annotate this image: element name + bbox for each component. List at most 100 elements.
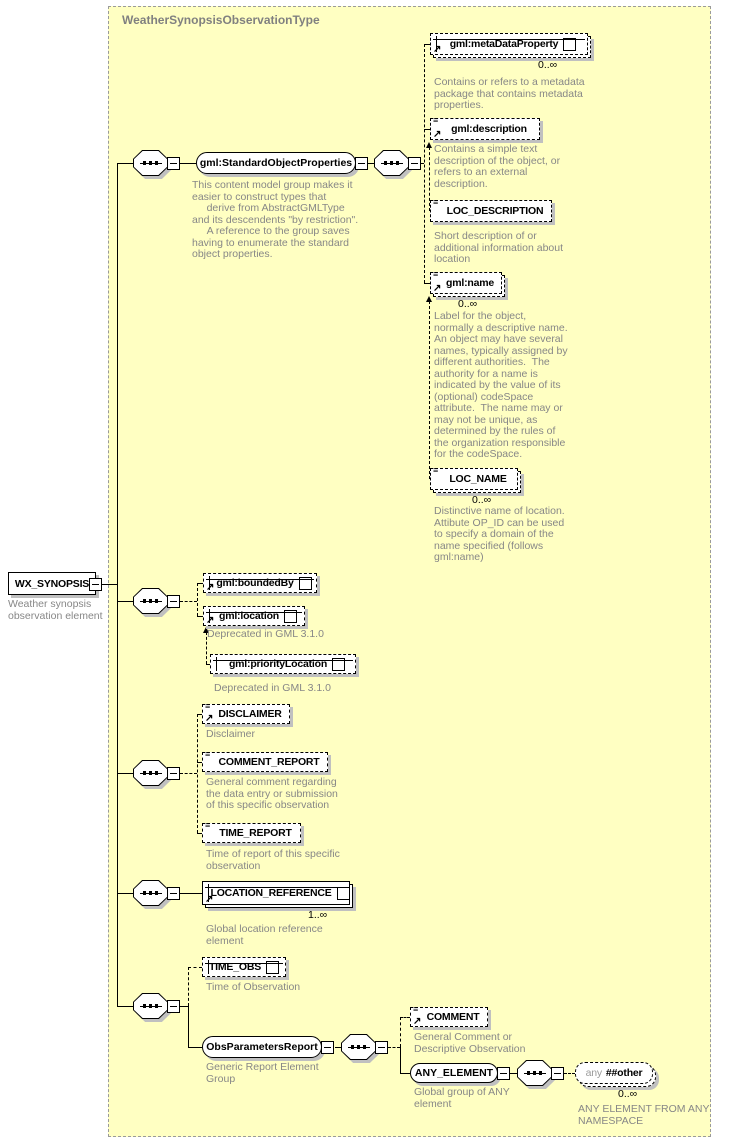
collapse-button[interactable] bbox=[375, 1041, 388, 1054]
collapse-button[interactable] bbox=[167, 595, 180, 608]
sequence-icon bbox=[523, 1070, 546, 1076]
sequence-compositor[interactable] bbox=[133, 588, 171, 617]
connector-line bbox=[400, 1047, 401, 1073]
sequence-compositor[interactable] bbox=[341, 1034, 379, 1063]
collapse-button[interactable] bbox=[551, 1067, 564, 1080]
expand-button[interactable] bbox=[266, 960, 280, 974]
annotation: General Comment or Descriptive Observati… bbox=[414, 1031, 526, 1055]
expand-button[interactable] bbox=[298, 576, 312, 590]
reference-icon: ↗ bbox=[433, 283, 442, 294]
collapse-button[interactable] bbox=[167, 157, 180, 170]
connector-line bbox=[188, 1047, 202, 1048]
collapse-button[interactable] bbox=[321, 1041, 334, 1054]
sequence-compositor[interactable] bbox=[374, 150, 412, 179]
element-disclaimer[interactable]: ≡ ↗ DISCLAIMER bbox=[202, 702, 290, 724]
collapse-button[interactable] bbox=[408, 157, 421, 170]
sequence-icon bbox=[139, 598, 162, 604]
substitution-line bbox=[429, 147, 430, 211]
connector-line bbox=[197, 762, 202, 763]
reference-icon: ↗ bbox=[433, 129, 442, 140]
sequence-compositor[interactable] bbox=[133, 880, 171, 909]
connector-line bbox=[421, 163, 424, 164]
annotation: Generic Report Element Group bbox=[206, 1061, 319, 1085]
connector-line bbox=[188, 967, 189, 1006]
collapse-button[interactable] bbox=[497, 1067, 510, 1080]
sequence-compositor[interactable] bbox=[133, 993, 171, 1022]
connector-line bbox=[206, 664, 210, 665]
reference-icon: ↗ bbox=[433, 44, 442, 55]
connector-line bbox=[400, 1017, 410, 1018]
sequence-icon bbox=[347, 1044, 370, 1050]
annotation: This content model group makes it easier… bbox=[192, 179, 359, 260]
expand-button[interactable] bbox=[332, 657, 346, 671]
connector-line bbox=[197, 616, 203, 617]
sequence-icon bbox=[380, 160, 403, 166]
substitution-arrow-icon bbox=[203, 627, 209, 633]
collapse-button[interactable] bbox=[355, 157, 368, 170]
connector-line bbox=[117, 773, 133, 774]
expand-button[interactable] bbox=[284, 609, 297, 623]
element-wx-synopsis[interactable]: WX_SYNOPSIS bbox=[8, 572, 96, 595]
group-any-element[interactable]: ANY_ELEMENT bbox=[410, 1063, 498, 1083]
occurs-label: 0..∞ bbox=[538, 59, 558, 71]
sequence-compositor[interactable] bbox=[517, 1060, 555, 1089]
element-location-reference[interactable]: ↗ LOCATION_REFERENCE bbox=[202, 881, 353, 908]
sequence-icon bbox=[139, 890, 162, 896]
reference-icon: ↗ bbox=[206, 615, 215, 626]
occurs-label: 0..∞ bbox=[618, 1088, 638, 1100]
element-gml-name[interactable]: ≡ ↗ gml:name bbox=[430, 270, 505, 297]
sequence-icon bbox=[139, 770, 162, 776]
element-comment[interactable]: ≡ ↗ COMMENT bbox=[410, 1004, 488, 1027]
annotation: ANY ELEMENT FROM ANY NAMESPACE bbox=[578, 1103, 710, 1127]
complextype-title: WeatherSynopsisObservationType bbox=[122, 13, 320, 27]
annotation: General comment regarding the data entry… bbox=[206, 776, 338, 811]
substitution-line bbox=[206, 632, 207, 664]
substitution-line bbox=[429, 301, 430, 479]
connector-line bbox=[117, 893, 133, 894]
expand-button[interactable] bbox=[563, 37, 577, 51]
connector-line bbox=[102, 584, 117, 585]
connector-line bbox=[368, 163, 374, 164]
annotation: Short description of or additional infor… bbox=[434, 230, 564, 265]
collapse-button[interactable] bbox=[89, 578, 102, 591]
text-content-icon: ≡ bbox=[433, 465, 439, 475]
connector-line bbox=[197, 583, 198, 616]
connector-line bbox=[424, 44, 425, 283]
element-gml-location[interactable]: ↗ gml:location bbox=[203, 606, 305, 626]
connector-line bbox=[424, 283, 430, 284]
expand-button[interactable] bbox=[336, 886, 350, 900]
sequence-compositor[interactable] bbox=[133, 150, 171, 179]
connector-line bbox=[188, 1006, 189, 1047]
group-gml-standardobjectproperties[interactable]: gml:StandardObjectProperties bbox=[196, 152, 356, 174]
connector-line bbox=[117, 1006, 133, 1007]
connector-line bbox=[388, 1047, 400, 1048]
annotation: Deprecated in GML 3.1.0 bbox=[214, 682, 331, 694]
element-loc-description[interactable]: ≡ LOC_DESCRIPTION bbox=[430, 197, 552, 222]
element-gml-prioritylocation[interactable]: gml:priorityLocation bbox=[210, 654, 356, 674]
annotation: Time of report of this specific observat… bbox=[206, 848, 340, 872]
annotation: Weather synopsis observation element bbox=[8, 598, 103, 622]
annotation: Contains or refers to a metadata package… bbox=[434, 76, 585, 111]
collapse-button[interactable] bbox=[167, 887, 180, 900]
element-gml-boundedby[interactable]: ↗ gml:boundedBy bbox=[203, 573, 317, 593]
collapse-button[interactable] bbox=[167, 1000, 180, 1013]
connector-line bbox=[117, 163, 133, 164]
annotation: Time of Observation bbox=[206, 981, 301, 993]
element-comment-report[interactable]: ≡ COMMENT_REPORT bbox=[202, 750, 328, 772]
group-obsparametersreport[interactable]: ObsParametersReport bbox=[202, 1036, 322, 1058]
connector-line bbox=[197, 583, 203, 584]
sequence-compositor[interactable] bbox=[133, 760, 171, 789]
text-content-icon: ≡ bbox=[413, 1004, 419, 1014]
connector-line bbox=[400, 1017, 401, 1047]
element-time-obs[interactable]: TIME_OBS bbox=[202, 957, 286, 977]
collapse-button[interactable] bbox=[167, 767, 180, 780]
element-time-report[interactable]: ≡ TIME_REPORT bbox=[202, 821, 301, 843]
connector-line bbox=[424, 129, 430, 130]
element-gml-metadataproperty[interactable]: ↗ gml:metaDataProperty bbox=[430, 33, 591, 58]
text-content-icon: ≡ bbox=[433, 197, 439, 207]
wildcard-any-other[interactable]: any ##other bbox=[575, 1062, 656, 1087]
element-gml-description[interactable]: ≡ ↗ gml:description bbox=[430, 116, 540, 140]
element-loc-name[interactable]: ≡ LOC_NAME bbox=[430, 465, 521, 493]
reference-icon: ↗ bbox=[205, 894, 214, 905]
